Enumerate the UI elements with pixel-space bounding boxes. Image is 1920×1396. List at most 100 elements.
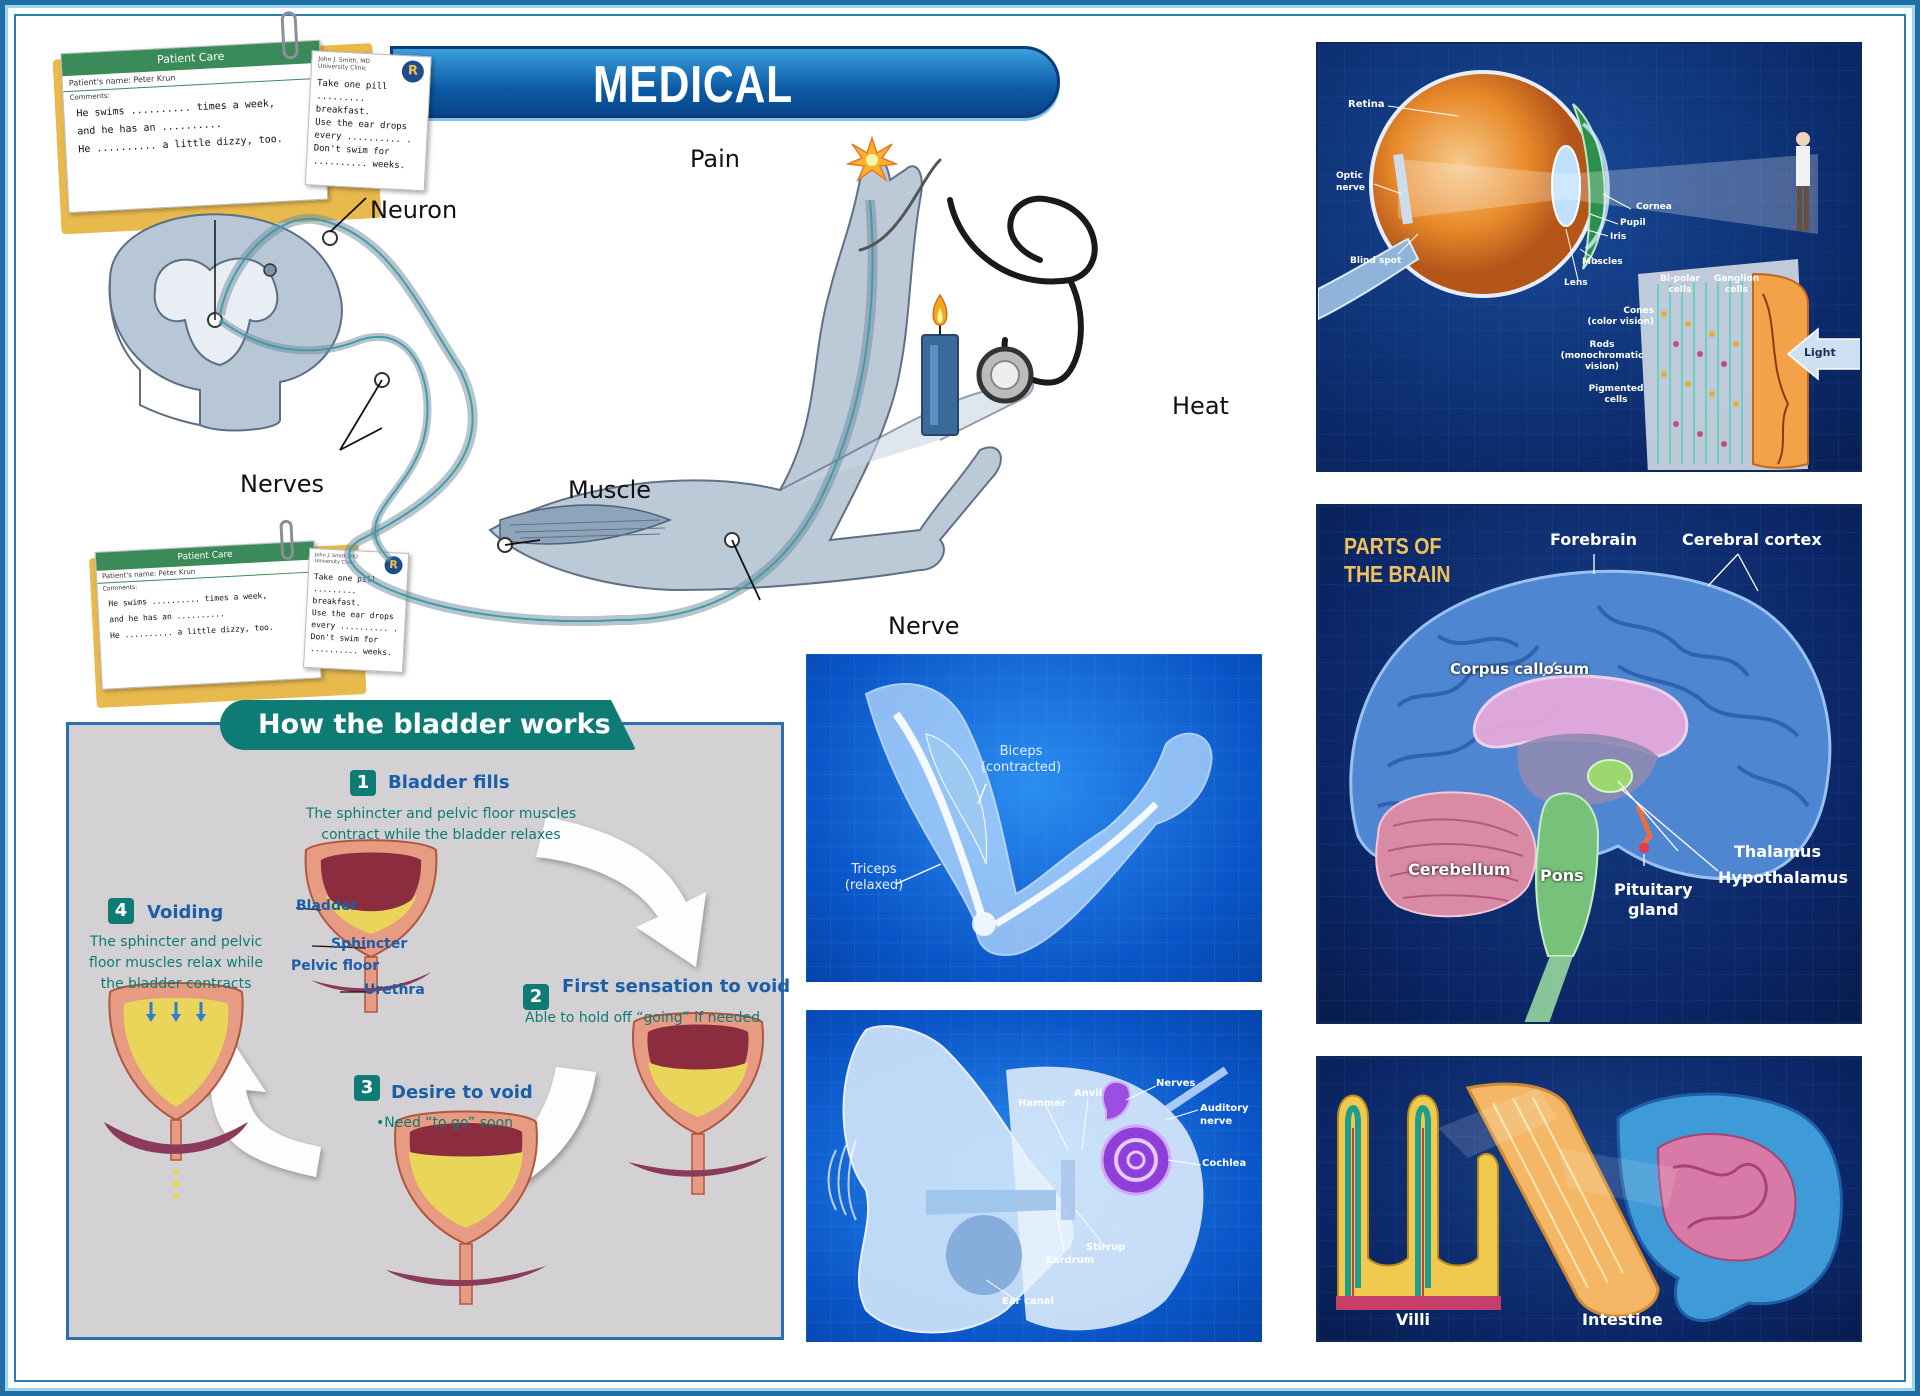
step-title-4: Voiding (147, 902, 224, 923)
intestine-tube (1465, 1082, 1660, 1318)
label-muscle: Muscle (568, 476, 652, 504)
label-pons: Pons (1540, 866, 1584, 885)
label-auditory-sub: nerve (1200, 1116, 1233, 1127)
step-title-1: Bladder fills (388, 772, 510, 793)
label-auditory: Auditory (1200, 1103, 1249, 1114)
bladder-diagram (104, 770, 768, 1305)
rx-header: John J. Smith, MD University Clinic (317, 55, 371, 73)
step-title-3: Desire to void (391, 1082, 533, 1103)
eye-illustration (1318, 44, 1860, 470)
label-bladder: Bladder (296, 898, 358, 914)
page-title: MEDICAL (593, 56, 793, 114)
arm-panel: Biceps (contracted) Triceps (relaxed) (806, 654, 1262, 982)
label-rods: Rods (1589, 340, 1615, 350)
stethoscope-icon (858, 158, 1098, 404)
woman-figure (1796, 132, 1810, 231)
label-eardrum: Eardrum (1046, 1255, 1095, 1266)
header-banner: MEDICAL (390, 46, 1060, 118)
label-cochlea: Cochlea (1202, 1158, 1247, 1169)
label-triceps: Triceps (851, 862, 897, 877)
step-badge-4 (108, 898, 134, 924)
label-villi: Villi (1396, 1310, 1431, 1329)
label-sphincter: Sphincter (331, 936, 408, 952)
step-desc-1: The sphincter and pelvic floor muscles c… (286, 804, 596, 846)
label-triceps-sub: (relaxed) (844, 878, 904, 893)
reflex-illustration (108, 135, 1098, 626)
step-num-4: 4 (114, 900, 128, 921)
label-urethra: Urethra (364, 982, 425, 998)
brain-title-line-1: PARTS OF (1344, 533, 1442, 559)
step-desc-2: Able to hold off “going” if needed (525, 1010, 761, 1026)
label-iris: Iris (1610, 232, 1627, 242)
brain-panel: PARTS OF THE BRAIN Forebrain Cerebral co… (1316, 504, 1862, 1024)
label-forebrain: Forebrain (1550, 530, 1638, 549)
paperclip-icon (280, 10, 299, 60)
step-desc-line: floor muscles relax while (89, 955, 263, 971)
bladder-stage-3 (386, 1110, 546, 1305)
step-badge-1 (350, 770, 376, 796)
label-lens: Lens (1564, 278, 1588, 288)
rx-badge: R (401, 59, 425, 84)
bladder-stage-4 (104, 982, 248, 1199)
intestine-illustration (1318, 1058, 1860, 1340)
label-cones-sub: (color vision) (1587, 317, 1654, 327)
bladder-title: How the bladder works (258, 709, 611, 740)
label-ganglion: Ganglion (1714, 274, 1760, 284)
label-biceps-sub: (contracted) (980, 760, 1062, 775)
label-cerebellum: Cerebellum (1408, 860, 1511, 879)
label-pituitary-sub: gland (1627, 900, 1679, 919)
label-thalamus: Thalamus (1734, 842, 1821, 861)
brain-title: PARTS OF THE BRAIN (1344, 532, 1450, 588)
bladder-stage-1 (304, 839, 438, 1013)
step-title-2: First sensation to void (562, 976, 791, 997)
label-cerebral-cortex: Cerebral cortex (1682, 530, 1822, 549)
light-arrow-icon (1786, 327, 1860, 381)
intestine-organ (1616, 1092, 1843, 1323)
label-neuron: Neuron (370, 196, 458, 224)
label-biceps: Biceps (999, 744, 1043, 759)
bladder-title-tab: How the bladder works (220, 700, 636, 750)
label-optic: Optic (1336, 171, 1363, 181)
ear-panel: Hammer Anvil Nerves Auditory nerve Cochl… (806, 1010, 1262, 1342)
brain-title-line-2: THE BRAIN (1344, 561, 1451, 587)
label-light: Light (1804, 346, 1836, 359)
label-corpus-callosum: Corpus callosum (1450, 660, 1590, 678)
label-muscles: Muscles (1582, 257, 1623, 267)
label-anvil: Anvil (1074, 1088, 1103, 1099)
arm-muscle-illustration (806, 654, 1262, 982)
ear-illustration (806, 1010, 1262, 1342)
step-badge-3 (354, 1075, 380, 1101)
label-cornea: Cornea (1636, 202, 1672, 212)
label-pigmented-sub: cells (1604, 395, 1628, 405)
label-retina: Retina (1348, 99, 1385, 110)
label-ear-canal: Ear canal (1002, 1296, 1054, 1307)
label-pituitary: Pituitary (1614, 880, 1693, 899)
step-num-1: 1 (356, 772, 370, 793)
step-num-3: 3 (360, 1077, 374, 1098)
step-badge-2 (523, 984, 549, 1010)
label-nerves: Nerves (240, 470, 325, 498)
eye-panel: Retina Optic nerve Blind spot Cornea Pup… (1316, 42, 1862, 472)
label-pigmented: Pigmented (1588, 384, 1644, 394)
label-nerves-ear: Nerves (1156, 1078, 1196, 1089)
step-desc-line: The sphincter and pelvic (89, 934, 263, 950)
label-nerve: Nerve (888, 612, 960, 640)
label-pupil: Pupil (1620, 218, 1646, 228)
step-desc-line: contract while the bladder relaxes (321, 827, 561, 843)
villi-shape (1336, 1094, 1501, 1310)
step-desc-4: The sphincter and pelvic floor muscles r… (76, 932, 276, 995)
step-desc-line: The sphincter and pelvic floor muscles (305, 806, 577, 822)
label-rods-sub: (monochromatic (1560, 351, 1644, 361)
label-blind-spot: Blind spot (1350, 256, 1402, 266)
label-rods-sub2: vision) (1584, 362, 1620, 372)
label-pelvic-floor: Pelvic floor (291, 958, 380, 974)
intestine-panel: Villi Intestine (1316, 1056, 1862, 1342)
label-cones: Cones (1623, 306, 1654, 316)
label-pain: Pain (690, 145, 740, 173)
step-num-2: 2 (529, 986, 543, 1007)
label-bipolar-sub: cells (1668, 285, 1692, 295)
step-desc-3: •Need “to go” soon (376, 1115, 514, 1131)
label-stirrup: Stirrup (1086, 1242, 1126, 1253)
retina-layers (1638, 259, 1809, 470)
